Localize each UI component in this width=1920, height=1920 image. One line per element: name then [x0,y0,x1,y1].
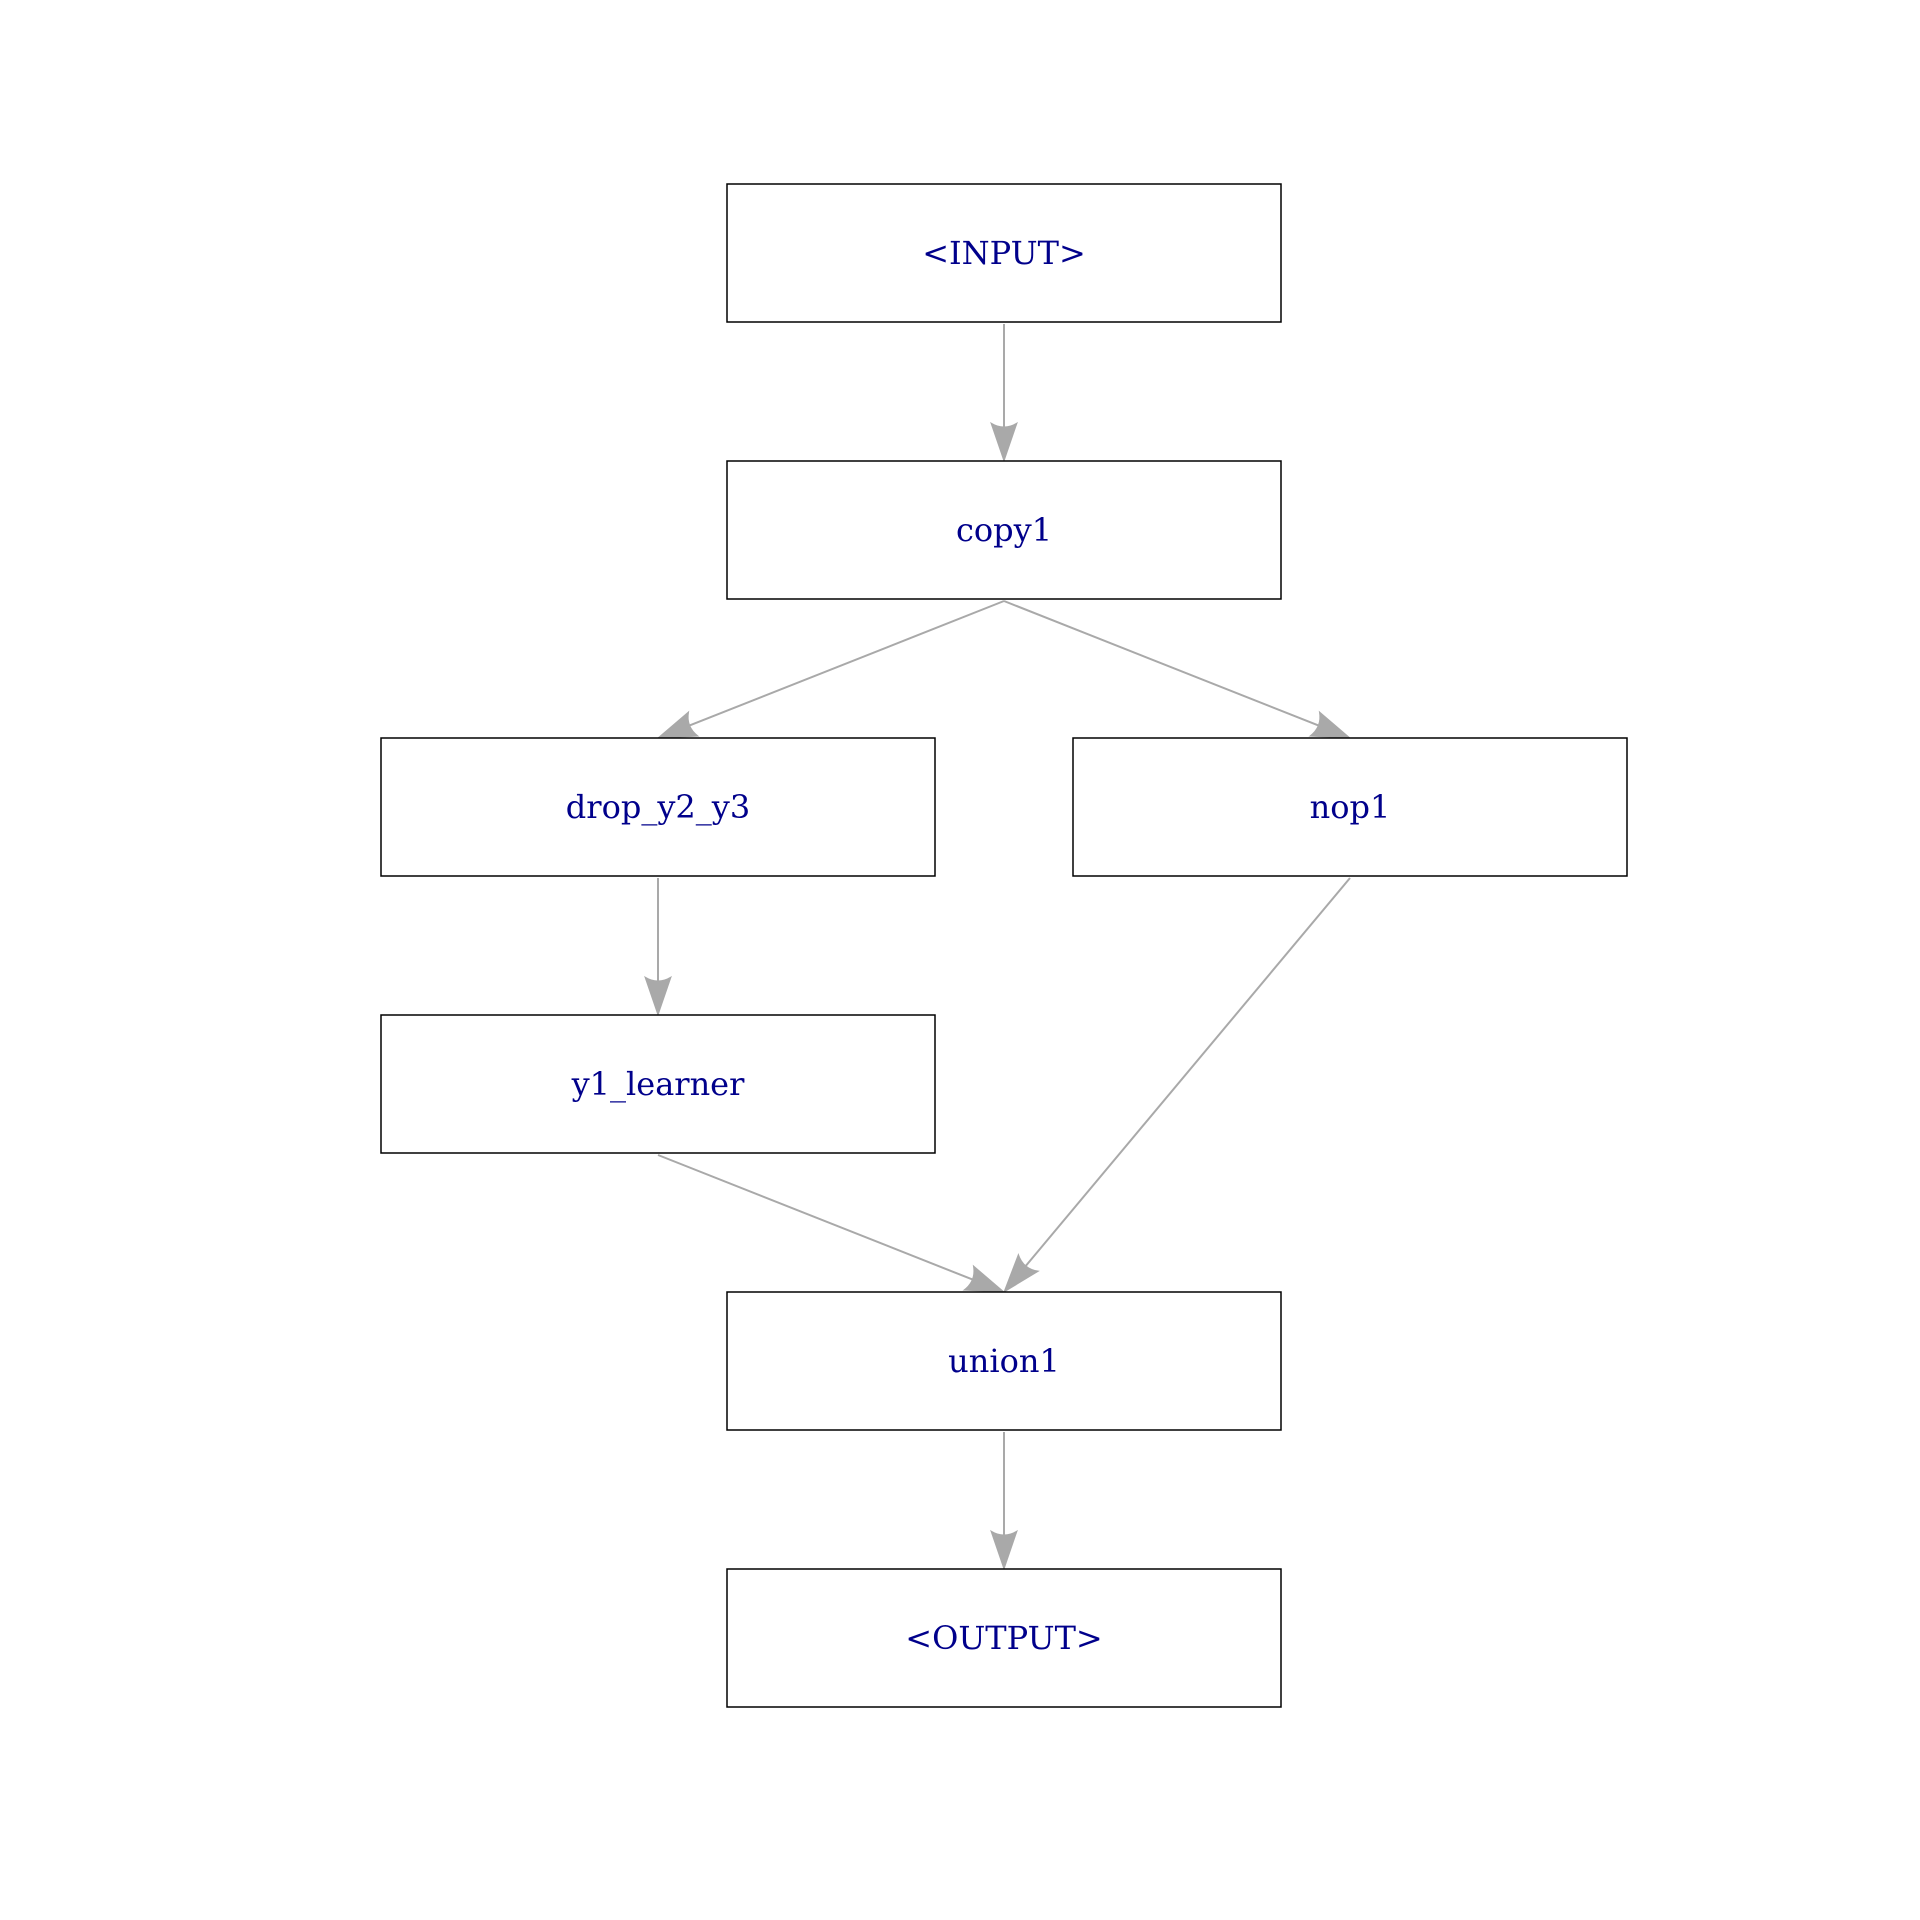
edge-line [1025,877,1351,1267]
node-box [380,737,936,877]
nodes-layer: <INPUT> copy1 drop_y2_y3 nop1 y1_learnerunio… [380,183,1628,1708]
edge-input-to-copy1 [990,324,1018,463]
edge-union1-to-output [990,1432,1018,1571]
node-input[interactable]: <INPUT> [726,183,1282,323]
node-box [726,460,1282,600]
node-nop1[interactable]: nop1 [1072,737,1628,877]
edge-copy1-to-drop-y2-y3 [656,600,1005,739]
node-box [726,1291,1282,1431]
node-box [380,1014,936,1154]
arrowhead-icon [656,710,700,739]
node-label: drop_y2_y3 [566,788,750,826]
arrowhead-icon [1308,710,1352,739]
node-label: y1_learner [571,1065,746,1103]
node-box [726,183,1282,323]
arrowhead-icon [990,421,1018,463]
node-union1[interactable]: union1 [726,1291,1282,1431]
edge-line [689,600,1005,727]
edge-line [657,1154,973,1281]
node-drop-y2-y3[interactable]: drop_y2_y3 [380,737,936,877]
node-label: copy1 [956,511,1052,549]
node-output[interactable]: <OUTPUT> [726,1568,1282,1708]
node-label: <OUTPUT> [905,1619,1102,1657]
node-box [1072,737,1628,877]
edge-y1-learner-to-union1 [657,1154,1006,1293]
node-label: <INPUT> [922,234,1086,272]
edge-copy1-to-nop1 [1003,600,1352,739]
edge-nop1-to-union1 [1003,877,1351,1294]
arrowhead-icon [990,1529,1018,1571]
node-label: nop1 [1310,788,1391,826]
node-box [726,1568,1282,1708]
node-copy1[interactable]: copy1 [726,460,1282,600]
edges-layer [644,324,1352,1571]
edge-line [1003,600,1319,727]
node-y1-learner[interactable]: y1_learner [380,1014,936,1154]
edge-drop-y2-y3-to-y1-learner [644,878,672,1017]
node-label: union1 [948,1342,1060,1380]
arrowhead-icon [644,975,672,1017]
arrowhead-icon [1003,1253,1040,1294]
arrowhead-icon [962,1264,1006,1293]
